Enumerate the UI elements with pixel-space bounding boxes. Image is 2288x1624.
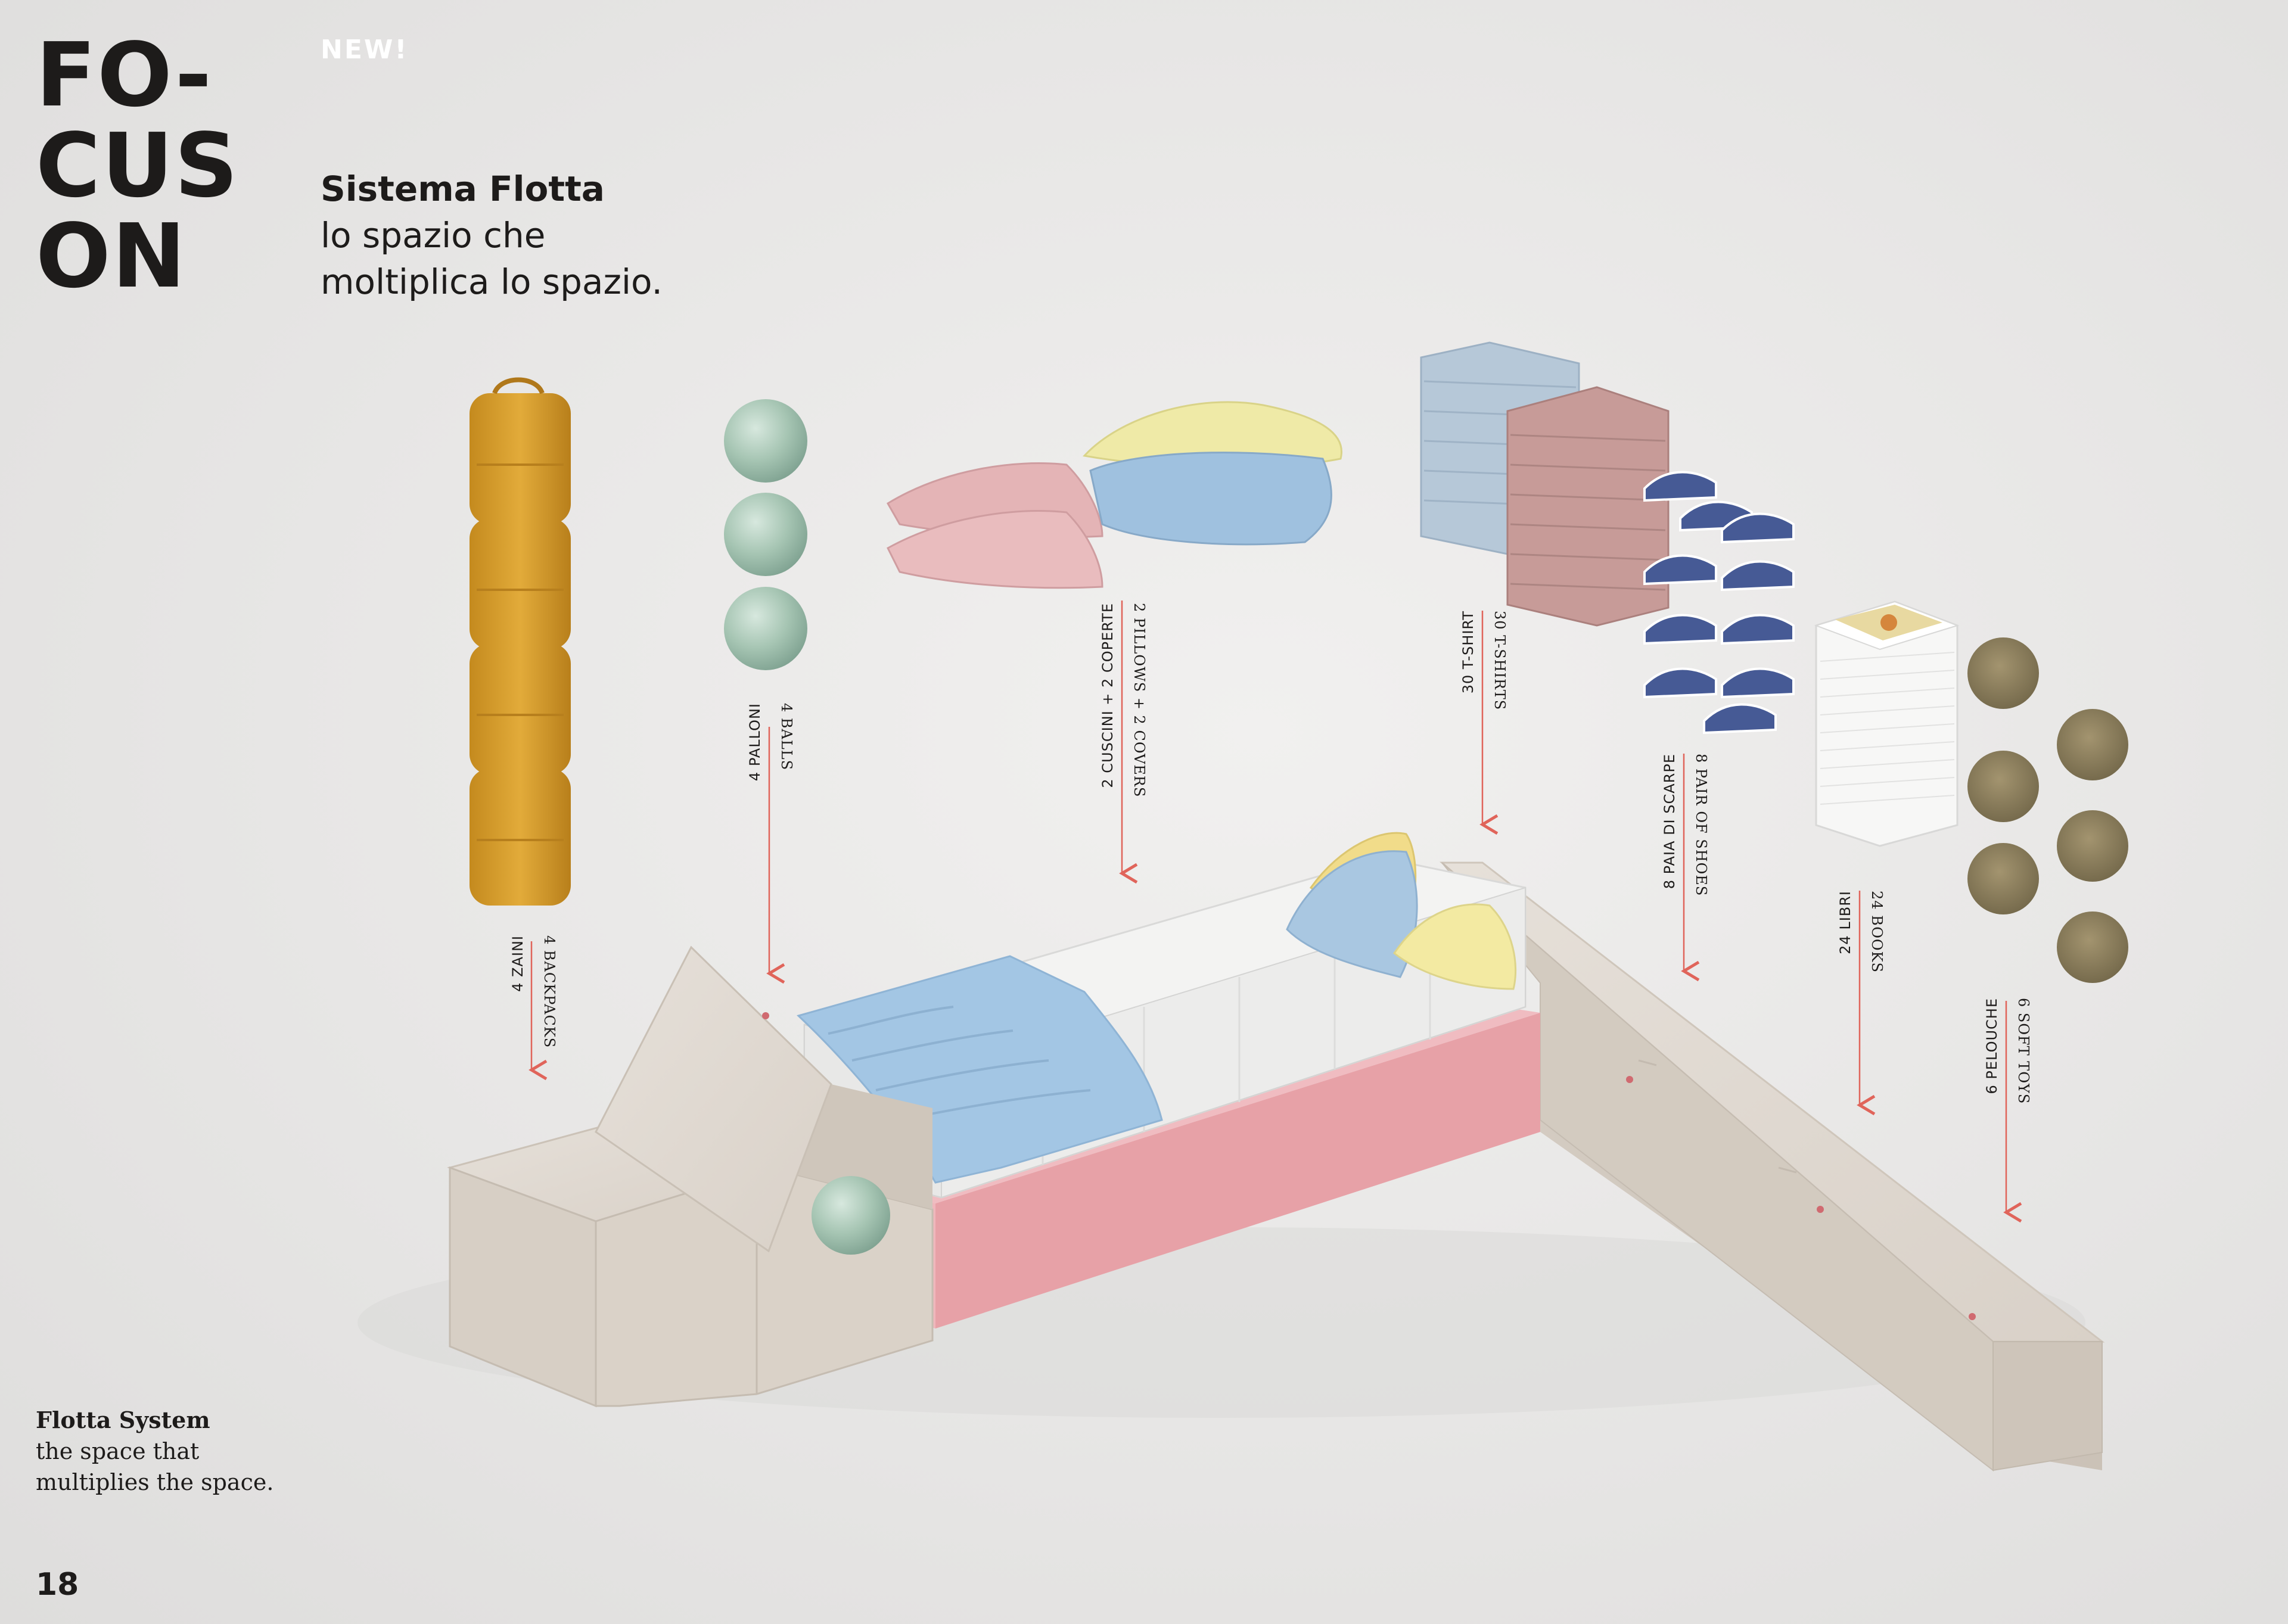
label-books-en: 24 BOOKS <box>1869 891 1885 973</box>
arrows <box>529 601 2022 1223</box>
pillows-and-covers <box>886 401 1342 589</box>
tshirts-stacks <box>1420 341 1670 627</box>
label-balls-en: 4 BALLS <box>778 703 795 771</box>
headline-title: Sistema Flotta <box>321 169 605 209</box>
label-balls-it: 4 PALLONI <box>747 703 763 782</box>
headline-line-1: lo spazio che <box>321 215 546 256</box>
focus-line-1: FO- <box>36 24 213 126</box>
books-stack <box>1814 601 1960 847</box>
label-pillows-en: 2 PILLOWS + 2 COVERS <box>1131 603 1148 798</box>
label-books-it: 24 LIBRI <box>1837 891 1854 954</box>
label-tshirts-en: 30 T-SHIRTS <box>1491 611 1508 711</box>
label-toys-it: 6 PELOUCHE <box>1984 998 2000 1094</box>
page-number: 18 <box>36 1567 79 1603</box>
english-caption: Flotta System the space that multiplies … <box>36 1405 273 1498</box>
soft-toys <box>1967 637 2128 983</box>
label-shoes-en: 8 PAIR OF SHOES <box>1693 754 1709 897</box>
focus-on-heading: FO- CUS ON <box>36 30 239 301</box>
new-tag: NEW! <box>321 35 409 65</box>
bed-pillows <box>1286 832 1517 990</box>
headline: Sistema Flotta lo spazio che moltiplica … <box>321 166 663 305</box>
storage-box <box>447 945 934 1408</box>
blanket <box>797 955 1163 1184</box>
balls-stack <box>724 399 807 670</box>
label-backpacks-it: 4 ZAINI <box>509 935 526 992</box>
headline-line-2: moltiplica lo spazio. <box>321 262 663 302</box>
label-pillows-it: 2 CUSCINI + 2 COPERTE <box>1099 603 1116 788</box>
focus-line-3: ON <box>36 205 187 307</box>
caption-line-1: the space that <box>36 1438 200 1464</box>
backpacks-stack <box>470 377 571 906</box>
caption-line-2: multiplies the space. <box>36 1469 274 1495</box>
label-shoes-it: 8 PAIA DI SCARPE <box>1661 754 1678 889</box>
focus-line-2: CUS <box>36 114 240 217</box>
caption-title: Flotta System <box>36 1407 210 1433</box>
shoes-group <box>1643 471 1795 735</box>
ball-in-box <box>812 1176 890 1255</box>
label-toys-en: 6 SOFT TOYS <box>2015 998 2032 1105</box>
label-tshirts-it: 30 T-SHIRT <box>1460 611 1476 694</box>
long-storage-bench <box>1439 861 2105 1472</box>
label-backpacks-en: 4 BACKPACKS <box>541 935 558 1049</box>
